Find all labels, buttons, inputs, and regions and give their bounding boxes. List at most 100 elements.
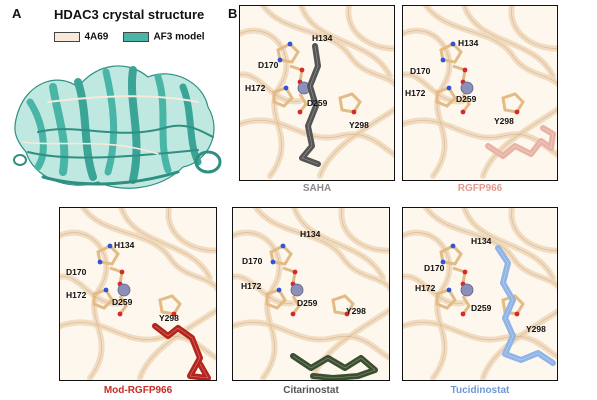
residue-d259-stick [461,93,471,113]
ligand-highlight [292,355,376,379]
protein-ribbon-edge [83,208,216,288]
caption-citarinostat: Citarinostat [283,385,339,396]
heteroatom-marker [277,57,283,63]
zinc-ion [460,283,474,297]
label-d259: D259 [307,98,328,108]
protein-ribbon-edge [426,6,557,84]
protein-ribbon-edge [403,232,450,379]
protein-ribbon-edge [426,208,557,286]
protein-ribbon-edge [263,6,394,84]
legend-swatch-af3 [123,31,149,42]
heteroatom-marker [460,109,466,115]
heteroatom-marker [270,259,276,265]
legend-item-af3: AF3 model [123,28,205,46]
ligand-highlight [154,325,209,379]
protein-ribbon [317,106,394,179]
label-h134: H134 [458,38,479,48]
zinc-ion [117,283,131,297]
protein-ribbon [508,208,557,254]
protein-ribbon-edge [482,311,557,379]
ligand-stick [152,323,211,380]
protein-ribbon-edge [511,6,557,49]
heteroatom-marker [103,287,109,293]
residue-y298-stick [501,92,525,114]
heteroatom-marker [450,41,456,47]
label-d170: D170 [410,66,431,76]
panel-a-letter: A [12,6,22,21]
heteroatom-marker [97,259,103,265]
docking-panel-saha [239,5,395,181]
residue-y298-stick [338,92,362,114]
heteroatom-marker [514,109,520,115]
label-h134: H134 [312,33,333,43]
residue-y298-stick [158,294,182,316]
protein-ribbon-edge [464,6,554,77]
active-site-scene [403,6,557,179]
protein-ribbon [291,208,386,281]
heteroatom-marker [119,269,125,275]
heteroatom-marker [287,41,293,47]
label-h172: H172 [245,83,266,93]
ligand-highlight [487,127,554,157]
heteroatom-marker [283,85,289,91]
protein-ribbon-edge [464,208,554,279]
heteroatom-marker [446,85,452,91]
heteroatom-marker [462,67,468,73]
protein-ribbon-edge [312,310,389,379]
ligand-stick [485,125,556,159]
protein-ribbon-edge [121,208,211,279]
heteroatom-marker [450,243,456,249]
heteroatom-marker [440,259,446,265]
heteroatom-marker [297,109,303,115]
label-y298: Y298 [346,306,366,316]
protein-ribbon [338,208,389,254]
protein-ribbon-edge [294,208,384,279]
heteroatom-marker [117,311,123,317]
zinc-ion [460,81,474,95]
protein-ribbon-edge [403,74,464,102]
label-d259: D259 [112,297,133,307]
label-d170: D170 [424,263,445,273]
label-h172: H172 [241,281,262,291]
protein-ribbon-edge [301,6,391,77]
heteroatom-marker [280,243,286,249]
residue-d170-stick [452,266,467,285]
label-h134: H134 [300,229,321,239]
docking-panel-mod-rgfp966 [59,207,217,381]
label-d170: D170 [258,60,279,70]
residue-d170-stick [452,64,467,83]
caption-saha: SAHA [302,183,332,194]
label-h134: H134 [471,236,492,246]
ligand-stick [495,245,556,366]
docking-panel-citarinostat [232,207,390,381]
protein-ribbon-edge [511,208,557,251]
residue-d259-stick [298,93,308,113]
heteroatom-marker [514,311,520,317]
label-y298: Y298 [159,313,179,323]
label-h172: H172 [66,290,87,300]
heteroatom-marker [292,269,298,275]
protein-ribbon-edge [403,30,450,177]
residue-d259-stick [291,295,301,315]
hdac3-structure-illustration [13,65,222,189]
docking-panel-tucidinostat [402,207,558,381]
protein-ribbon-edge [233,322,389,358]
active-site-scene [233,208,389,380]
label-y298: Y298 [349,120,369,130]
legend-item-4a69: 4A69 [54,28,108,46]
label-d259: D259 [456,94,477,104]
protein-ribbon-edge [233,276,294,304]
caption-tucidinostat: Tucidinostat [450,385,510,396]
heteroatom-marker [462,269,468,275]
legend-label-4a69: 4A69 [84,31,109,43]
active-site-scene [240,6,394,179]
residue-d259-stick [461,295,471,315]
label-h134: H134 [114,240,135,250]
protein-ribbon [165,208,216,254]
legend-label-af3: AF3 model [153,31,205,43]
panel-b-letter: B [228,6,238,21]
label-d259: D259 [471,303,492,313]
protein-ribbon-edge [341,208,389,251]
protein-ribbon-edge [240,30,287,177]
docking-panel-rgfp966 [402,5,558,181]
